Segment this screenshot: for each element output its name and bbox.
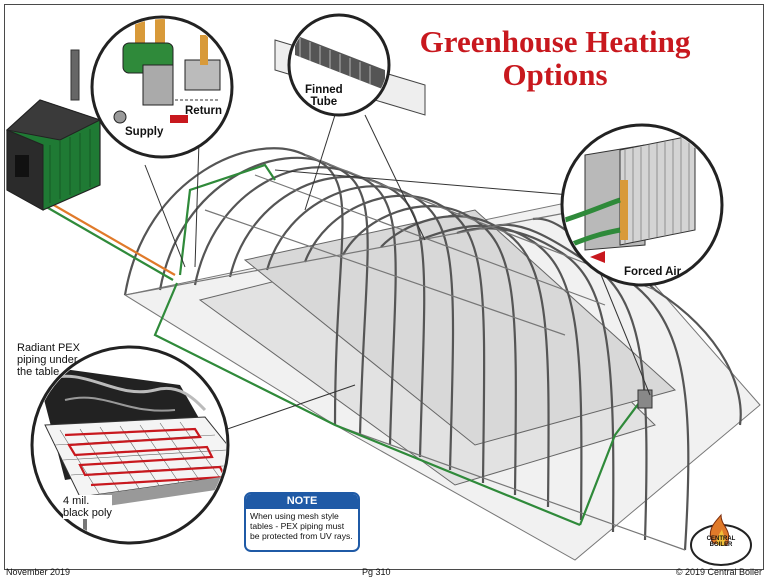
radiant-pex-callout: [30, 345, 230, 545]
title-line-2: Options: [502, 57, 608, 92]
forced-air-label: Forced Air: [624, 266, 682, 278]
radiant-pex-label-line-2: piping under: [17, 354, 78, 366]
black-poly-label: 4 mil. black poly: [63, 495, 112, 519]
title-line-1: Greenhouse Heating: [419, 24, 691, 59]
diagram-frame: Greenhouse Heating Options Supply Return…: [4, 4, 764, 570]
radiant-pex-label-line-1: Radiant PEX: [17, 342, 80, 354]
manifold-callout: [90, 15, 234, 159]
footer-copyright: © 2019 Central Boiler: [675, 567, 762, 577]
central-boiler-logo: [690, 513, 752, 566]
diagram-title: Greenhouse Heating Options: [377, 25, 733, 91]
radiant-pex-label-line-3: the table: [17, 366, 60, 378]
footer-page: Pg 310: [362, 567, 391, 577]
black-poly-label-line-2: black poly: [63, 507, 112, 519]
finned-tube-callout: [274, 13, 426, 117]
forced-air-callout: [560, 123, 724, 287]
note-line-3: be protected from UV rays.: [250, 531, 353, 542]
outdoor-boiler: [5, 49, 102, 211]
footer-date: November 2019: [6, 567, 71, 577]
greenhouse-illustration: [5, 13, 761, 566]
uv-note-box: NOTE When using mesh style tables - PEX …: [244, 492, 360, 552]
note-body: When using mesh style tables - PEX pipin…: [246, 509, 358, 544]
finned-tube-label-line-2: Tube: [310, 96, 338, 108]
supply-return-pipes: [42, 163, 646, 527]
finned-tube-label: Finned Tube: [305, 84, 343, 108]
radiant-pex-label: Radiant PEX piping under the table: [17, 342, 80, 378]
logo-text: CENTRAL BOILER: [706, 536, 736, 548]
supply-label: Supply: [125, 126, 164, 138]
black-poly-label-line-1: 4 mil.: [63, 495, 90, 507]
return-label: Return: [185, 105, 223, 117]
forced-air-unit-small: [637, 389, 653, 409]
growing-tables: [198, 209, 677, 486]
note-heading: NOTE: [246, 494, 358, 509]
finned-tube-label-line-1: Finned: [305, 84, 343, 96]
note-line-2: tables - PEX piping must: [250, 521, 345, 532]
note-line-1: When using mesh style: [250, 511, 339, 521]
